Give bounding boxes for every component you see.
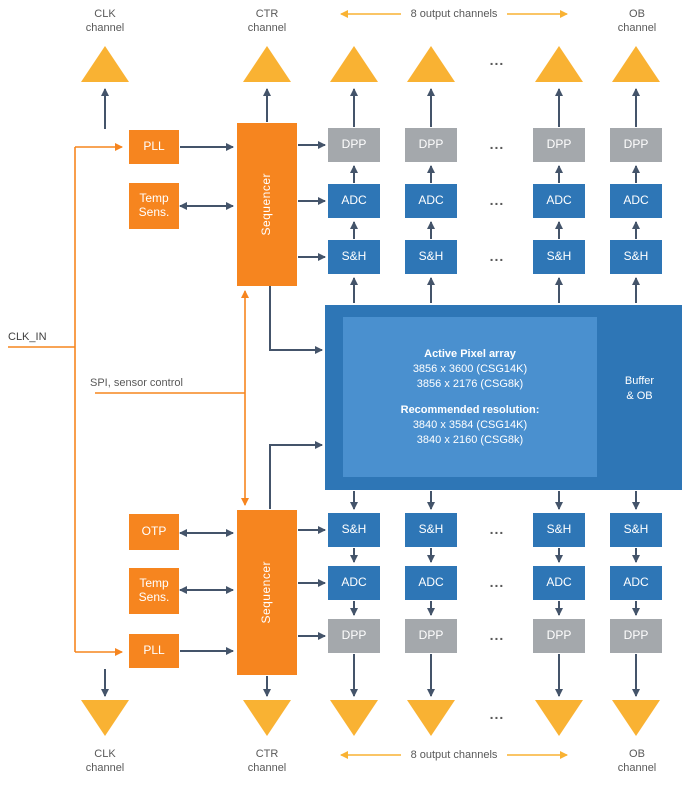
ob-channel-top-triangle [612, 46, 660, 82]
dpp-top-3: DPP [533, 128, 585, 162]
ellipsis-dpp-top: ... [489, 136, 505, 152]
ob-channel-bottom-triangle [612, 700, 660, 736]
spi-routing [95, 290, 249, 506]
temp-sensor-top-block: Temp Sens. [129, 183, 179, 229]
pixel-array-rec-title: Recommended resolution: [400, 403, 540, 416]
output-channels-top-label: 8 output channels [401, 7, 507, 21]
output-channel-3-bottom-triangle [535, 700, 583, 736]
sh-top-2: S&H [405, 240, 457, 274]
pixel-array-res1: 3856 x 3600 (CSG14K) [412, 362, 528, 375]
ctr-channel-top-label: CTR channel [247, 8, 287, 34]
bottom-output-arrows [101, 491, 640, 697]
sh-top-1: S&H [328, 240, 380, 274]
pixel-array-res2: 3856 x 2176 (CSG8k) [416, 377, 524, 390]
ctr-channel-bottom-triangle [243, 700, 291, 736]
adc-bottom-2: ADC [405, 566, 457, 600]
ctr-channel-bottom-label: CTR channel [247, 748, 287, 774]
dpp-top-4: DPP [610, 128, 662, 162]
dpp-bottom-1: DPP [328, 619, 380, 653]
arrow-sequencer-to-array [269, 441, 323, 509]
pixel-array-inner: Active Pixel array 3856 x 3600 (CSG14K) … [343, 317, 597, 477]
sh-bottom-4: S&H [610, 513, 662, 547]
dpp-top-1: DPP [328, 128, 380, 162]
pll-top-block: PLL [129, 130, 179, 164]
ellipsis-adc-top: ... [489, 192, 505, 208]
pixel-array-title: Active Pixel array [424, 347, 516, 360]
output-channel-1-bottom-triangle [330, 700, 378, 736]
sh-top-3: S&H [533, 240, 585, 274]
clk-channel-bottom-label: CLK channel [85, 748, 125, 774]
output-channels-bottom-label: 8 output channels [401, 748, 507, 762]
ctr-channel-top-triangle [243, 46, 291, 82]
otp-block: OTP [129, 514, 179, 550]
dpp-bottom-4: DPP [610, 619, 662, 653]
ellipsis-triangles-top: ... [489, 52, 505, 68]
output-channel-3-top-triangle [535, 46, 583, 82]
ellipsis-adc-bottom: ... [489, 574, 505, 590]
ob-channel-bottom-label: OB channel [617, 748, 657, 774]
pixel-array-rec2: 3840 x 2160 (CSG8k) [416, 433, 524, 446]
adc-top-3: ADC [533, 184, 585, 218]
arrow-sequencer-to-array [269, 286, 323, 354]
clk-channel-top-triangle [81, 46, 129, 82]
clk-routing [8, 143, 123, 656]
output-channel-2-top-triangle [407, 46, 455, 82]
sh-bottom-1: S&H [328, 513, 380, 547]
sequencer-top-block: Sequencer [237, 123, 297, 286]
adc-bottom-3: ADC [533, 566, 585, 600]
clk-in-label: CLK_IN [8, 331, 47, 343]
dpp-top-2: DPP [405, 128, 457, 162]
adc-bottom-1: ADC [328, 566, 380, 600]
pll-bottom-block: PLL [129, 634, 179, 668]
temp-sensor-bottom-block: Temp Sens. [129, 568, 179, 614]
output-channel-2-bottom-triangle [407, 700, 455, 736]
ellipsis-sh-bottom: ... [489, 521, 505, 537]
ellipsis-dpp-bottom: ... [489, 627, 505, 643]
adc-top-4: ADC [610, 184, 662, 218]
dpp-bottom-2: DPP [405, 619, 457, 653]
clk-channel-top-label: CLK channel [85, 8, 125, 34]
control-arrows [179, 141, 326, 655]
adc-top-1: ADC [328, 184, 380, 218]
dpp-bottom-3: DPP [533, 619, 585, 653]
clk-channel-bottom-triangle [81, 700, 129, 736]
output-channel-1-top-triangle [330, 46, 378, 82]
ellipsis-sh-top: ... [489, 248, 505, 264]
spi-control-label: SPI, sensor control [90, 377, 183, 389]
ellipsis-triangles-bottom: ... [489, 706, 505, 722]
sequencer-bottom-label: Sequencer [259, 561, 274, 624]
sh-bottom-2: S&H [405, 513, 457, 547]
adc-top-2: ADC [405, 184, 457, 218]
adc-bottom-4: ADC [610, 566, 662, 600]
buffer-ob-label: Buffer & OB [624, 375, 655, 402]
top-output-arrows [101, 88, 640, 303]
sh-top-4: S&H [610, 240, 662, 274]
sh-bottom-3: S&H [533, 513, 585, 547]
pixel-array-rec1: 3840 x 3584 (CSG14K) [412, 418, 528, 431]
sequencer-top-label: Sequencer [259, 173, 274, 236]
sequencer-bottom-block: Sequencer [237, 510, 297, 675]
ob-channel-top-label: OB channel [617, 8, 657, 34]
